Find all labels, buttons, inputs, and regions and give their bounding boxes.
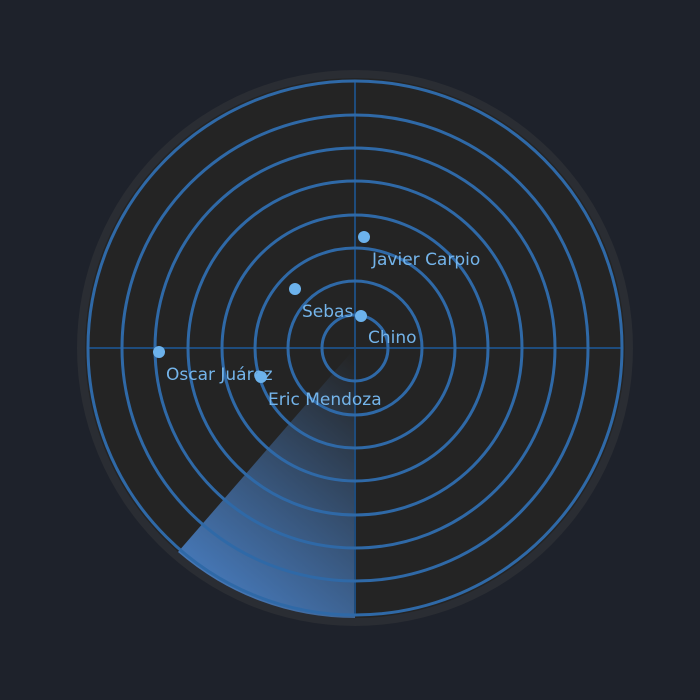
radar-ring-2 bbox=[286, 279, 424, 417]
contact-dot[interactable] bbox=[255, 371, 267, 383]
radar-ring-8 bbox=[86, 79, 624, 617]
contact-label: Eric Mendoza bbox=[268, 390, 382, 410]
radar-ring-3 bbox=[253, 246, 457, 450]
radar-contact[interactable]: Oscar Juárez bbox=[153, 346, 273, 385]
radar-contact[interactable]: Chino bbox=[355, 310, 417, 348]
radar-ring-7 bbox=[120, 113, 590, 583]
radar-ring-4 bbox=[220, 213, 490, 483]
contact-dot[interactable] bbox=[355, 310, 367, 322]
radar-ring-5 bbox=[186, 179, 524, 517]
contact-dot[interactable] bbox=[289, 283, 301, 295]
radar-sweep bbox=[178, 348, 355, 619]
contact-label: Javier Carpio bbox=[371, 250, 480, 270]
radar-ring-1 bbox=[320, 313, 390, 383]
contact-label: Sebas bbox=[302, 302, 353, 322]
contact-label: Chino bbox=[368, 328, 417, 348]
contact-dot[interactable] bbox=[358, 231, 370, 243]
radar-contact[interactable]: Sebas bbox=[289, 283, 353, 322]
radar-contact[interactable]: Eric Mendoza bbox=[255, 371, 382, 410]
contact-label: Oscar Juárez bbox=[166, 365, 273, 385]
radar-contact[interactable]: Javier Carpio bbox=[358, 231, 480, 270]
contact-dot[interactable] bbox=[153, 346, 165, 358]
